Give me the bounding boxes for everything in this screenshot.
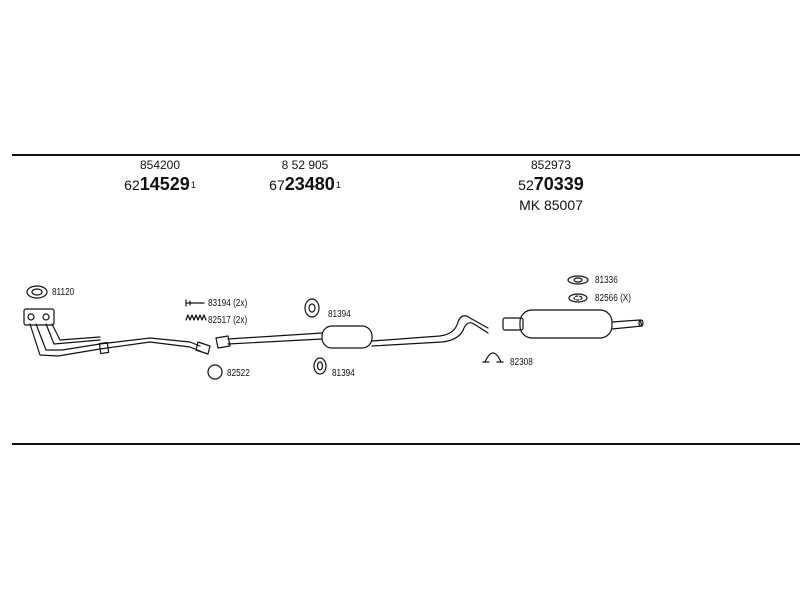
ref-number: 854200 [139,158,181,172]
label-hanger-lower: 81394 [332,368,355,379]
label-bolt-kit: 83194 (2x) [208,298,248,309]
top-rule [12,154,800,156]
label-rubber-mount: 81336 [595,275,618,286]
middle-silencer [215,315,489,349]
label-spring-kit: 82517 (2x) [208,315,248,326]
hanger-lower-icon [313,357,327,375]
label-hanger-upper: 81394 [328,309,351,320]
rubber-mount-icon [567,275,589,285]
ring-seal-icon [207,364,223,380]
hanger-upper-icon [304,298,320,318]
label-gasket: 81120 [52,287,75,298]
gasket-icon [26,285,48,299]
label-ring-seal: 82522 [227,368,250,379]
part-prefix: 62 [124,177,140,193]
group-rear-silencer-header: 852973 5270339 MK 85007 [518,158,584,213]
part-main: 14529 [139,174,190,194]
clamp-icon [482,352,504,363]
part-number: 62145291 [124,174,196,195]
spring-icon [185,314,207,321]
part-main: 23480 [284,174,335,194]
bolt-icon [185,299,205,307]
part-number: 5270339 [518,174,584,195]
rear-silencer [502,309,644,339]
mk-number: MK 85007 [519,197,583,213]
ref-number: 8 52 905 [281,158,329,172]
label-seal-x: 82566 (X) [595,293,632,304]
part-main: 70339 [533,174,584,194]
bottom-rule [12,443,800,445]
ref-number: 852973 [530,158,572,172]
front-pipe [23,308,211,357]
group-front-pipe-header: 854200 62145291 [124,158,196,195]
part-number: 67234801 [269,174,341,195]
group-middle-silencer-header: 8 52 905 67234801 [269,158,341,195]
seal-x-icon [568,293,588,303]
part-prefix: 52 [518,177,534,193]
part-suffix: 1 [190,180,196,190]
part-prefix: 67 [269,177,285,193]
label-clamp: 82308 [510,357,533,368]
part-suffix: 1 [335,180,341,190]
